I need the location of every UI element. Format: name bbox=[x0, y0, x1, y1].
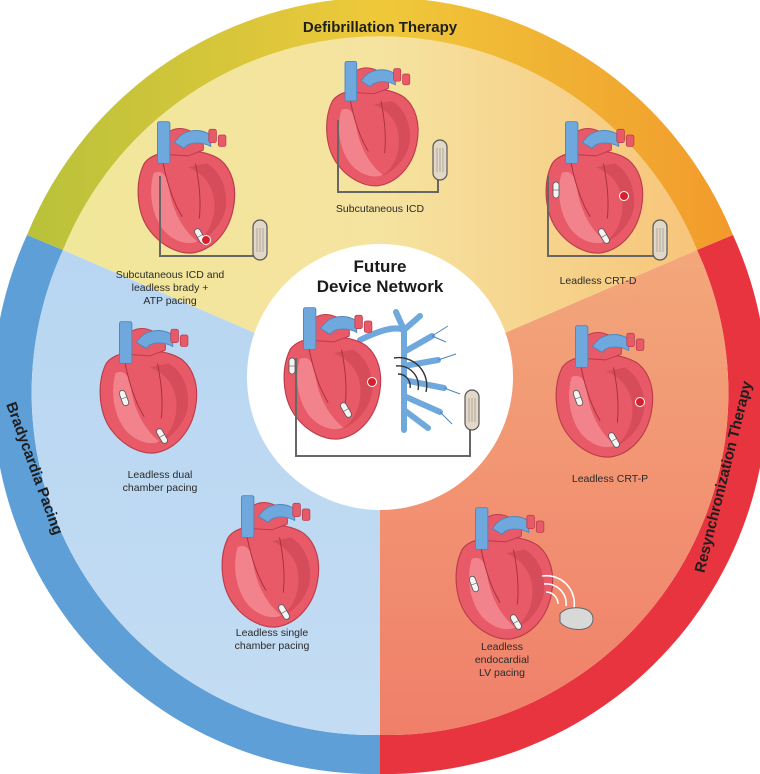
center-title-line1: Future bbox=[354, 257, 407, 276]
resynchronization-band bbox=[380, 235, 760, 774]
caption-combo-line1: Subcutaneous ICD and bbox=[116, 269, 225, 281]
subq-icd-illustration bbox=[326, 60, 448, 193]
caption-combo-line3: ATP pacing bbox=[143, 295, 196, 307]
caption-crt-d: Leadless CRT-D bbox=[560, 275, 637, 287]
center-network-illustration bbox=[283, 307, 480, 457]
leadless-lv-pacing-illustration bbox=[455, 507, 594, 640]
caption-dual-line2: chamber pacing bbox=[123, 482, 198, 494]
defibrillation-sector bbox=[63, 36, 697, 388]
caption-combo-line2: leadless brady + bbox=[132, 282, 209, 294]
caption-lv-line3: LV pacing bbox=[479, 667, 525, 679]
caption-lv-line1: Leadless bbox=[481, 641, 523, 653]
subq-icd-leadless-brady-illustration bbox=[137, 121, 268, 261]
caption-dual-line1: Leadless dual bbox=[128, 469, 193, 481]
caption-single-line1: Leadless single bbox=[236, 627, 309, 639]
caption-lv-line2: endocardial bbox=[475, 654, 529, 666]
defibrillation-band bbox=[27, 0, 733, 250]
defibrillation-label: Defibrillation Therapy bbox=[303, 19, 458, 36]
bradycardia-band bbox=[0, 235, 380, 774]
center-title-line2: Device Network bbox=[317, 277, 444, 296]
caption-single-line2: chamber pacing bbox=[235, 640, 310, 652]
leadless-crt-d-illustration bbox=[545, 121, 668, 261]
caption-subq-icd: Subcutaneous ICD bbox=[336, 203, 425, 215]
caption-crt-p: Leadless CRT-P bbox=[572, 473, 648, 485]
